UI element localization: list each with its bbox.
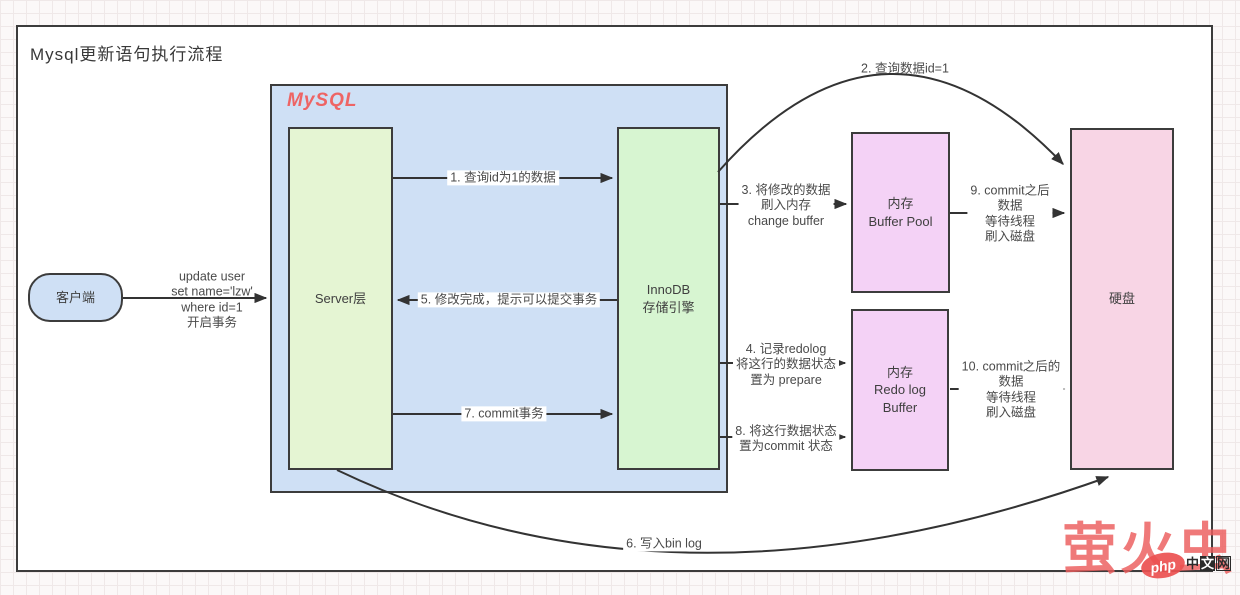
label-step5: 5. 修改完成，提示可以提交事务 <box>417 292 601 308</box>
php-cn-logo: 中 文 网 <box>1186 555 1232 571</box>
label-step9: 9. commit之后 数据 等待线程 刷入磁盘 <box>967 183 1053 245</box>
node-memory-buffer-pool: 内存 Buffer Pool <box>851 132 950 293</box>
node-innodb-engine: InnoDB 存储引擎 <box>617 127 720 470</box>
label-step3: 3. 将修改的数据 刷入内存 change buffer <box>738 183 834 229</box>
label-step2: 2. 查询数据id=1 <box>861 61 949 76</box>
label-step8: 8. 将这行数据状态 置为commit 状态 <box>732 423 840 455</box>
mysql-container-label: MySQL <box>287 90 358 111</box>
node-hard-disk: 硬盘 <box>1070 128 1174 470</box>
label-step7: 7. commit事务 <box>461 406 547 422</box>
node-memory-redo-log-buffer: 内存 Redo log Buffer <box>851 309 949 471</box>
label-step10: 10. commit之后的 数据 等待线程 刷入磁盘 <box>958 359 1064 421</box>
diagram-title: Mysql更新语句执行流程 <box>30 45 224 64</box>
php-cn-char3: 网 <box>1216 555 1232 571</box>
node-server-layer: Server层 <box>288 127 393 470</box>
label-step6: 6. 写入bin log <box>623 536 705 552</box>
node-client: 客户端 <box>28 273 123 322</box>
label-step4: 4. 记录redolog 将这行的数据状态 置为 prepare <box>732 342 840 388</box>
php-cn-char2: 文 <box>1200 555 1216 571</box>
label-client-request: update user set name='lzw' where id=1 开启… <box>171 269 253 330</box>
php-cn-char1: 中 <box>1186 555 1200 571</box>
label-step1: 1. 查询id为1的数据 <box>447 170 559 186</box>
